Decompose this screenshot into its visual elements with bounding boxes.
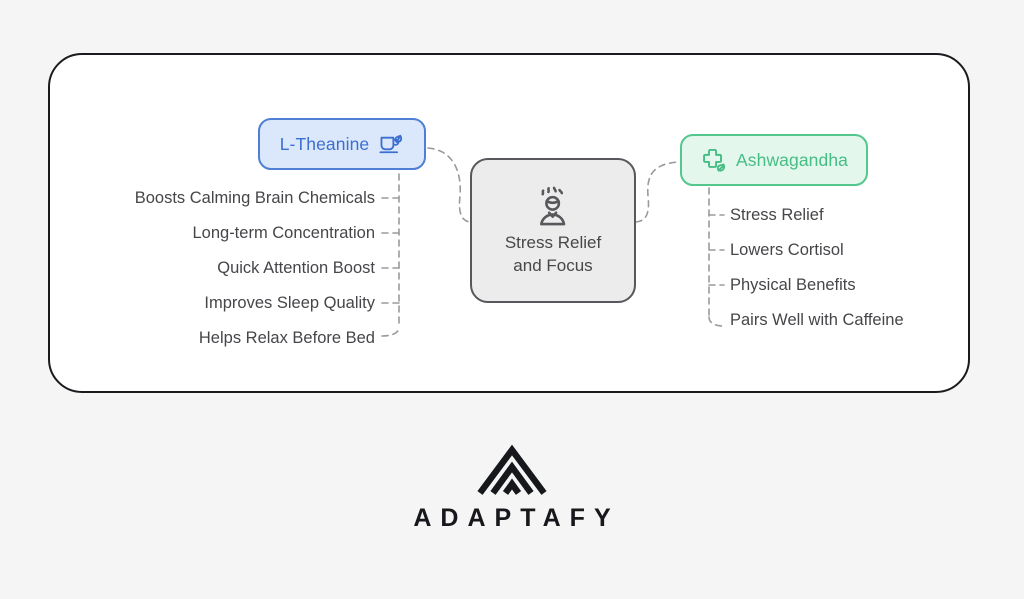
brand-lockup: ADAPTAFY [0,443,1024,533]
center-node-title: Stress Relief and Focus [504,232,602,275]
brand-name: ADAPTAFY [413,504,620,532]
stressed-person-icon [531,185,575,229]
node-center-stress-relief-and-focus[interactable]: Stress Relief and Focus [470,158,636,303]
list-item[interactable]: Long-term Concentration [192,224,375,242]
list-item[interactable]: Boosts Calming Brain Chemicals [134,189,375,207]
node-l-theanine[interactable]: L-Theanine [258,118,426,170]
node-ashwagandha[interactable]: Ashwagandha [680,134,868,186]
list-item[interactable]: Stress Relief [730,206,824,224]
leaf-list-ashwagandha: Stress Relief Lowers Cortisol Physical B… [730,198,990,338]
list-item[interactable]: Improves Sleep Quality [204,294,375,312]
medical-cross-leaf-icon [700,147,727,174]
adaptafy-arch-logo [474,443,550,495]
node-ashwagandha-label: Ashwagandha [735,149,849,170]
tea-cup-leaf-icon [378,131,404,157]
list-item[interactable]: Quick Attention Boost [217,259,375,277]
leaf-list-l-theanine: Boosts Calming Brain Chemicals Long-term… [60,181,375,356]
node-l-theanine-label: L-Theanine [279,133,370,154]
list-item[interactable]: Physical Benefits [730,276,856,294]
list-item[interactable]: Lowers Cortisol [730,241,844,259]
list-item[interactable]: Pairs Well with Caffeine [730,311,904,329]
list-item[interactable]: Helps Relax Before Bed [198,329,375,347]
